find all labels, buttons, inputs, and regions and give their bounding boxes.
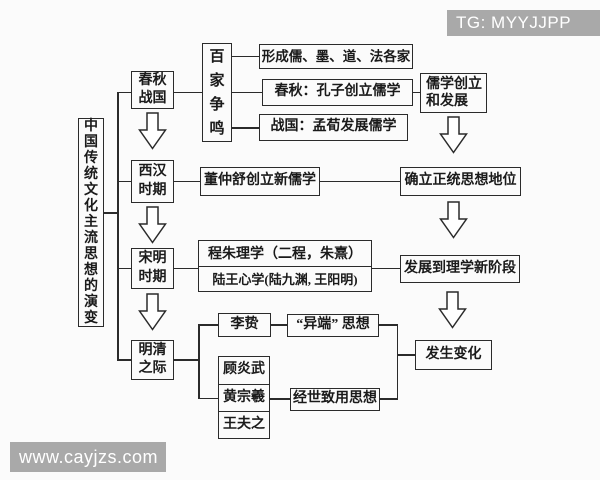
connector-line (396, 324, 398, 400)
thought-box-practical: 经世致用思想 (290, 388, 380, 411)
diagram-title-box: 中国传统文化主流思想的演变 (78, 118, 104, 327)
down-arrow-icon (137, 293, 167, 331)
connector-line (117, 91, 131, 93)
period-box-chunqiu-zhanguo: 春秋 战国 (131, 71, 174, 109)
connector-line (380, 398, 397, 400)
down-arrow-icon (137, 206, 167, 244)
thought-box-heresy: “异端” 思想 (287, 314, 379, 337)
connector-line (232, 55, 259, 57)
connector-line (117, 267, 131, 269)
period-box-xihan: 西汉 时期 (131, 160, 174, 203)
outcome-box-schools-formed: 形成儒、墨、道、法各家 (259, 44, 413, 69)
luwang-xinxue-label: 陆王心学(陆九渊, 王阳明) (199, 265, 371, 292)
outcome-box-confucius: 春秋：孔子创立儒学 (262, 79, 413, 106)
connector-line (174, 91, 202, 93)
result-box-change: 发生变化 (415, 340, 492, 370)
outcome-box-mengxun: 战国：孟荀发展儒学 (259, 114, 408, 141)
scholar-box-huangzongxi: 黄宗羲 (218, 384, 270, 412)
connector-line (320, 180, 400, 182)
connector-line (117, 180, 131, 182)
result-box-orthodox: 确立正统思想地位 (400, 167, 521, 196)
down-arrow-icon (438, 201, 468, 239)
connector-line (397, 354, 415, 356)
connector-line (117, 359, 131, 361)
scholar-box-wangfuzhi: 王夫之 (218, 411, 270, 439)
result-box-founding: 儒学创立 和发展 (420, 73, 487, 113)
connector-line (198, 324, 218, 326)
connector-line (104, 212, 117, 214)
connector-line (174, 359, 198, 361)
connector-line (270, 398, 290, 400)
connector-line (232, 91, 262, 93)
period-box-mingqing: 明清 之际 (131, 340, 174, 380)
result-box-new-stage: 发展到理学新阶段 (400, 255, 520, 283)
watermark-site-badge: www.cayjzs.com (10, 442, 166, 472)
connector-line (174, 180, 200, 182)
down-arrow-icon (438, 291, 467, 329)
connector-line (372, 267, 400, 269)
connector-line (198, 324, 200, 399)
connector-line (198, 397, 218, 399)
scholar-box-guyanwu: 顾炎武 (218, 356, 270, 385)
event-box-dongzhongshu: 董仲舒创立新儒学 (200, 167, 320, 196)
down-arrow-icon (438, 116, 468, 154)
connector-line (271, 324, 287, 326)
lixue-xinxue-box: 程朱理学（二程，朱熹） 陆王心学(陆九渊, 王阳明) (198, 240, 372, 292)
period-box-songming: 宋明 时期 (131, 248, 174, 289)
connector-line (413, 91, 420, 93)
hundred-schools-box: 百家争鸣 (202, 43, 232, 142)
down-arrow-icon (137, 112, 167, 150)
connector-line (379, 324, 398, 326)
watermark-tg-badge: TG: MYYJJPP (447, 10, 600, 36)
chengzhu-lixue-label: 程朱理学（二程，朱熹） (208, 247, 362, 263)
connector-line (232, 127, 259, 129)
connector-line (174, 267, 198, 269)
scholar-box-lizhi: 李贽 (218, 313, 271, 337)
connector-line (117, 91, 119, 360)
